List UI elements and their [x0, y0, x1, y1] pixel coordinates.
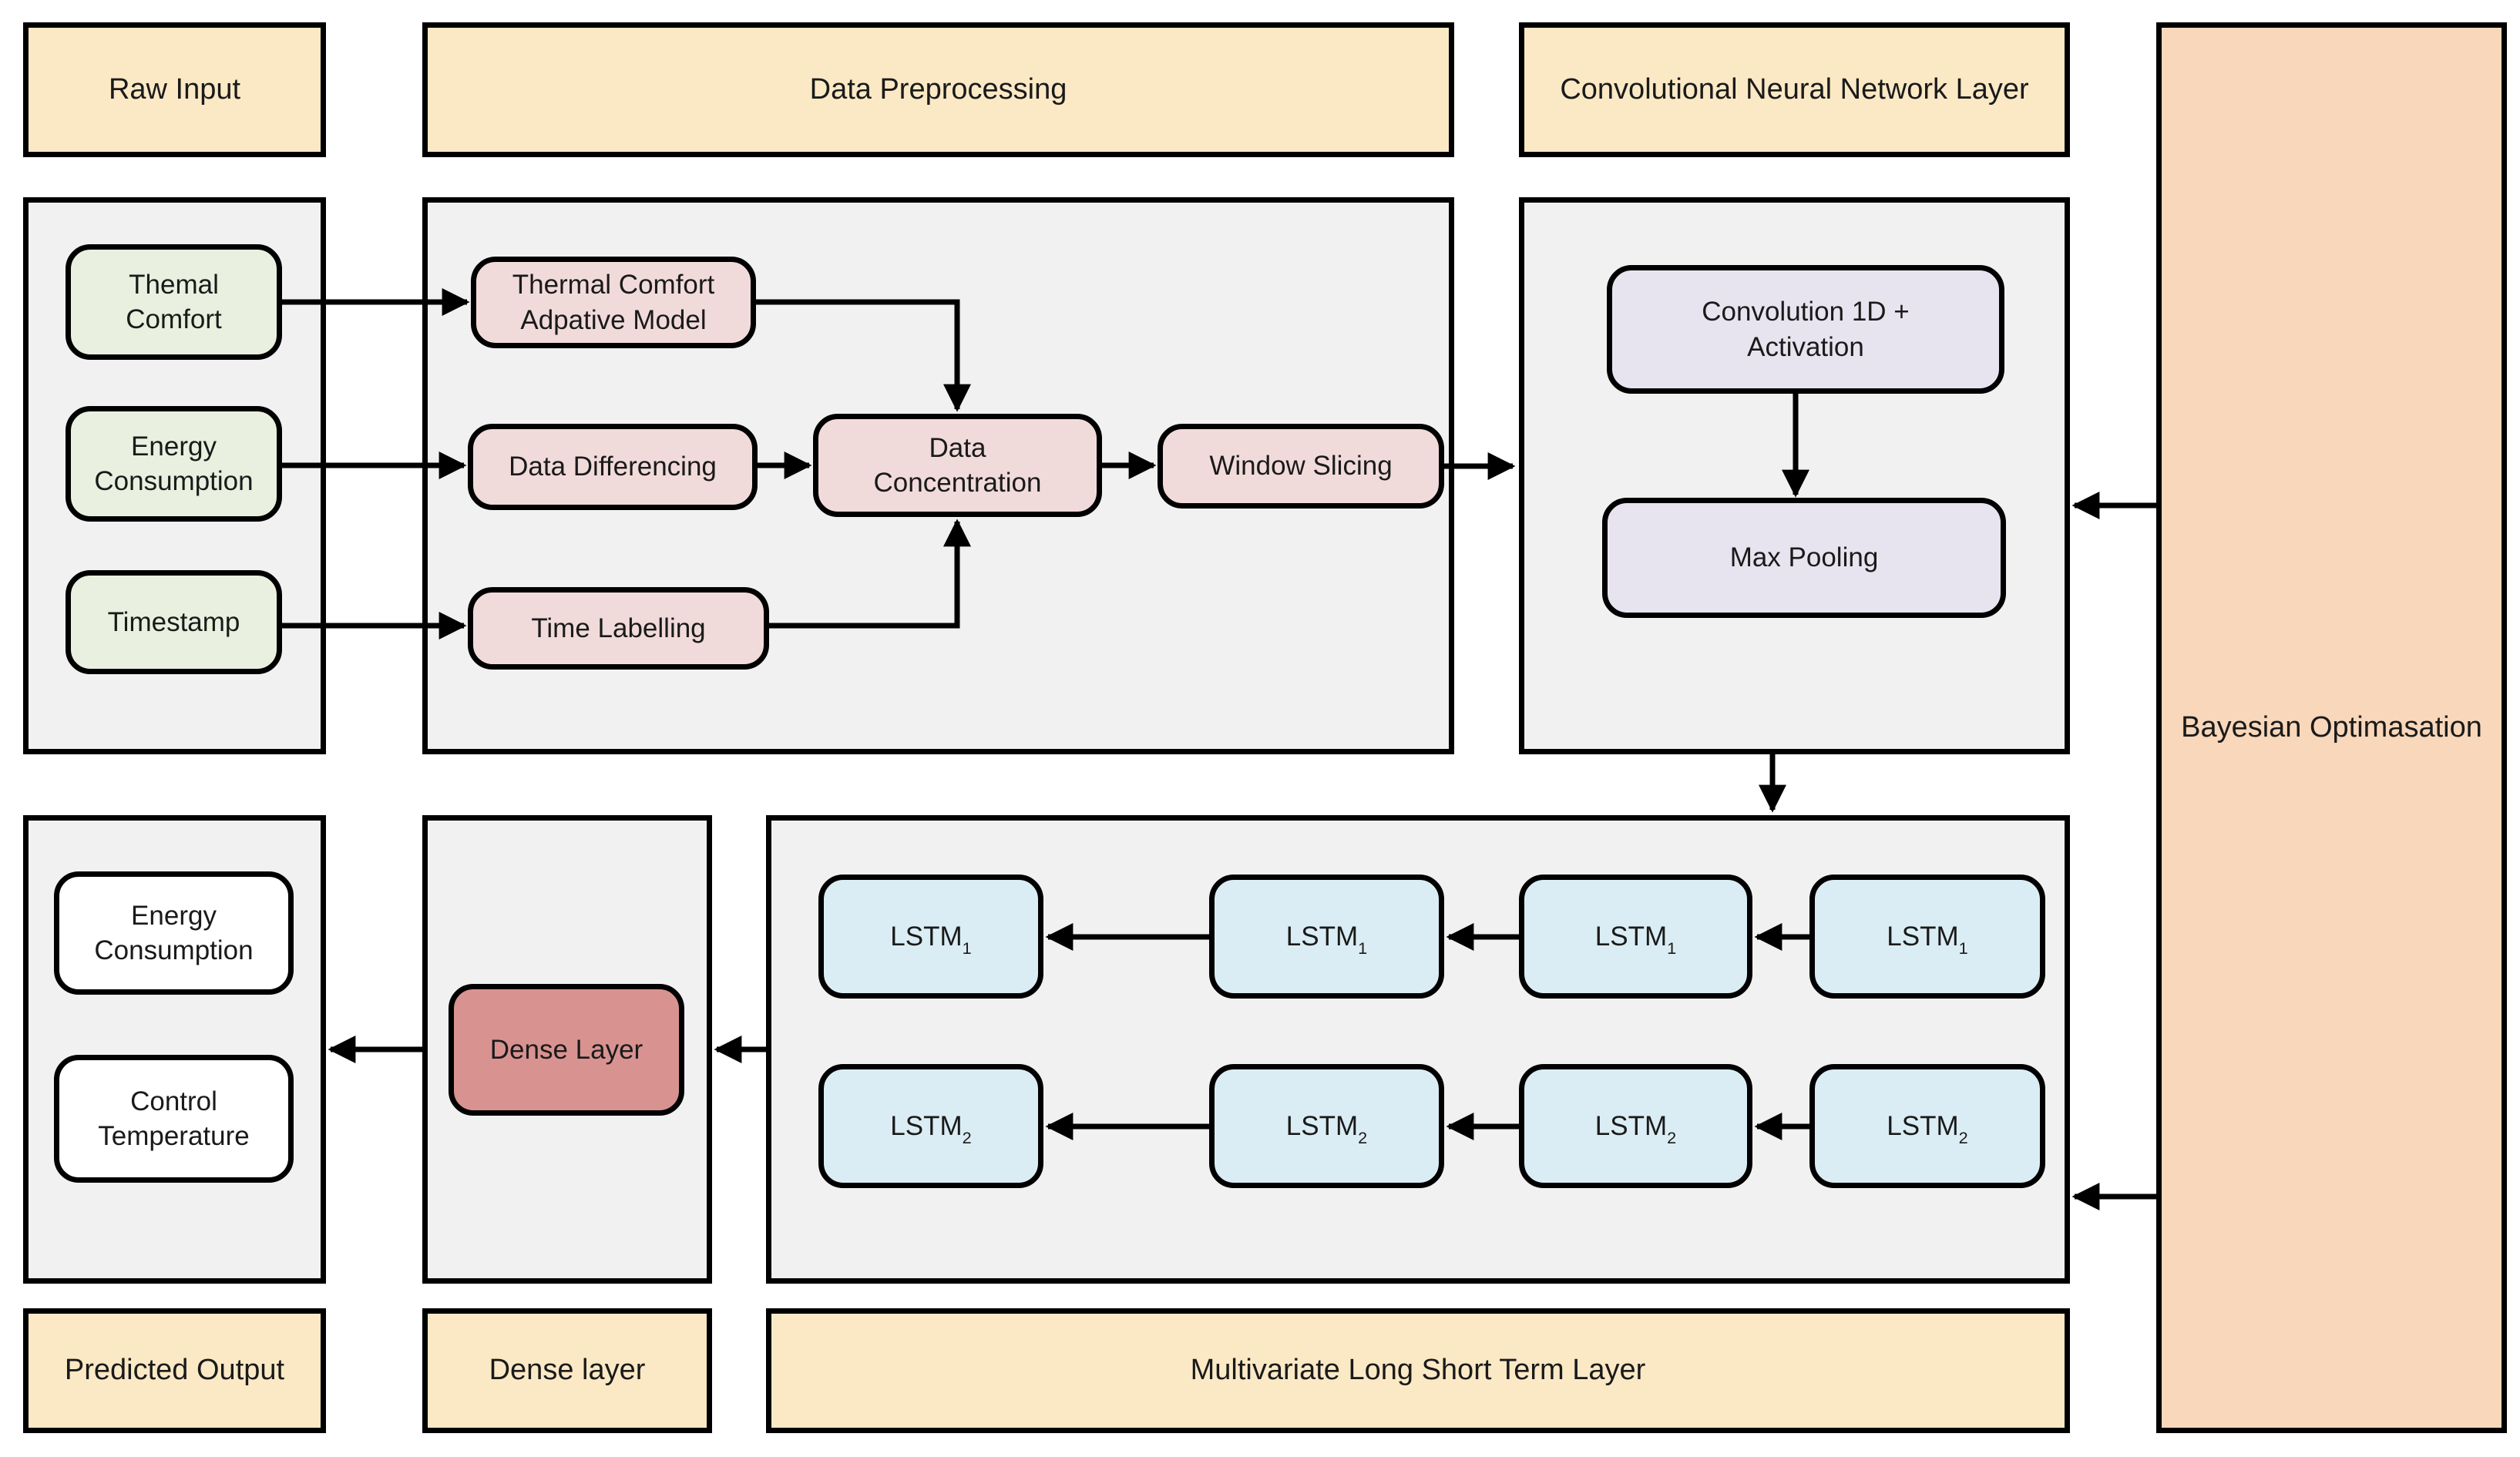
lstm1-base-text: LSTM — [890, 921, 963, 952]
max-pooling-node: Max Pooling — [1602, 498, 2006, 618]
raw-input-banner: Raw Input — [23, 22, 326, 157]
dense-layer-label: Dense Layer — [489, 1034, 643, 1065]
lstm1-node-3: LSTM1 — [1519, 875, 1752, 999]
lstm1-base-text: LSTM — [1285, 921, 1359, 952]
timestamp-node: Timestamp — [66, 570, 282, 674]
max-pooling-label: Max Pooling — [1729, 542, 1879, 573]
data-preprocessing-banner: Data Preprocessing — [422, 22, 1454, 157]
lstm1-base-text: LSTM — [1594, 921, 1668, 952]
cnn-layer-banner-label: Convolutional Neural Network Layer — [1560, 72, 2029, 106]
dense-layer-node: Dense Layer — [449, 984, 684, 1116]
lstm2-node-2: LSTM2 — [1209, 1064, 1444, 1188]
energy-consumption-label: Energy Consumption — [94, 431, 254, 497]
window-slicing-node: Window Slicing — [1158, 424, 1444, 509]
lstm2-label: LSTM2 — [1285, 1109, 1368, 1147]
lstm1-sub-text: 1 — [1958, 938, 1968, 958]
lstm1-label: LSTM1 — [1285, 919, 1368, 958]
lstm1-label: LSTM1 — [1887, 919, 1968, 958]
lstm2-sub-text: 2 — [962, 1128, 972, 1147]
lstm2-sub-text: 2 — [1958, 1128, 1968, 1147]
data-differencing-label: Data Differencing — [509, 452, 717, 482]
dense-layer-banner: Dense layer — [422, 1308, 712, 1433]
bayesian-optimisation-label: Bayesian Optimasation — [2181, 710, 2482, 744]
control-temperature-node: Control Temperature — [54, 1055, 294, 1183]
lstm1-sub-text: 1 — [1667, 938, 1677, 958]
window-slicing-label: Window Slicing — [1209, 451, 1393, 482]
control-temperature-label: Control Temperature — [98, 1086, 250, 1152]
lstm2-base-text: LSTM — [1594, 1110, 1668, 1141]
predicted-energy-consumption-node: Energy Consumption — [54, 871, 294, 995]
convolution-activation-label: Convolution 1D + Activation — [1702, 297, 1910, 362]
lstm1-label: LSTM1 — [1594, 919, 1677, 958]
cnn-layer-banner: Convolutional Neural Network Layer — [1519, 22, 2070, 157]
lstm2-base-text: LSTM — [890, 1110, 963, 1141]
lstm2-sub-text: 2 — [1667, 1128, 1677, 1147]
lstm1-node-1: LSTM1 — [818, 875, 1043, 999]
multivariate-lstm-banner: Multivariate Long Short Term Layer — [766, 1308, 2070, 1433]
energy-consumption-node: Energy Consumption — [66, 406, 282, 522]
lstm2-label: LSTM2 — [1594, 1109, 1677, 1147]
lstm1-base-text: LSTM — [1887, 921, 1959, 952]
lstm2-label: LSTM2 — [890, 1109, 972, 1147]
time-labelling-node: Time Labelling — [468, 587, 769, 670]
timestamp-label: Timestamp — [107, 606, 240, 637]
raw-input-banner-label: Raw Input — [108, 72, 241, 106]
lstm1-label: LSTM1 — [890, 919, 972, 958]
predicted-output-banner-label: Predicted Output — [64, 1354, 285, 1387]
thermal-comfort-label: Themal Comfort — [126, 269, 222, 335]
thermal-comfort-adaptive-model-node: Thermal Comfort Adpative Model — [471, 257, 756, 348]
multivariate-lstm-banner-label: Multivariate Long Short Term Layer — [1190, 1354, 1646, 1387]
lstm2-sub-text: 2 — [1358, 1128, 1368, 1147]
data-preprocessing-banner-label: Data Preprocessing — [809, 72, 1067, 106]
convolution-activation-node: Convolution 1D + Activation — [1607, 265, 2004, 394]
data-concentration-label: Data Concentration — [873, 432, 1042, 499]
lstm1-sub-text: 1 — [1358, 938, 1368, 958]
lstm2-node-4: LSTM2 — [1809, 1064, 2045, 1188]
lstm2-label: LSTM2 — [1887, 1109, 1968, 1147]
dense-layer-banner-label: Dense layer — [489, 1354, 646, 1387]
predicted-energy-consumption-label: Energy Consumption — [94, 900, 254, 966]
bayesian-optimisation-box: Bayesian Optimasation — [2156, 22, 2507, 1433]
lstm2-node-1: LSTM2 — [818, 1064, 1043, 1188]
thermal-comfort-adaptive-model-label: Thermal Comfort Adpative Model — [512, 270, 715, 335]
lstm1-sub-text: 1 — [962, 938, 972, 958]
lstm1-node-4: LSTM1 — [1809, 875, 2045, 999]
lstm2-node-3: LSTM2 — [1519, 1064, 1752, 1188]
time-labelling-label: Time Labelling — [531, 613, 706, 643]
lstm2-base-text: LSTM — [1887, 1110, 1959, 1141]
data-differencing-node: Data Differencing — [468, 424, 758, 510]
lstm2-base-text: LSTM — [1285, 1110, 1359, 1141]
thermal-comfort-node: Themal Comfort — [66, 244, 282, 360]
lstm1-node-2: LSTM1 — [1209, 875, 1444, 999]
data-concentration-node: Data Concentration — [813, 414, 1102, 517]
predicted-output-banner: Predicted Output — [23, 1308, 326, 1433]
